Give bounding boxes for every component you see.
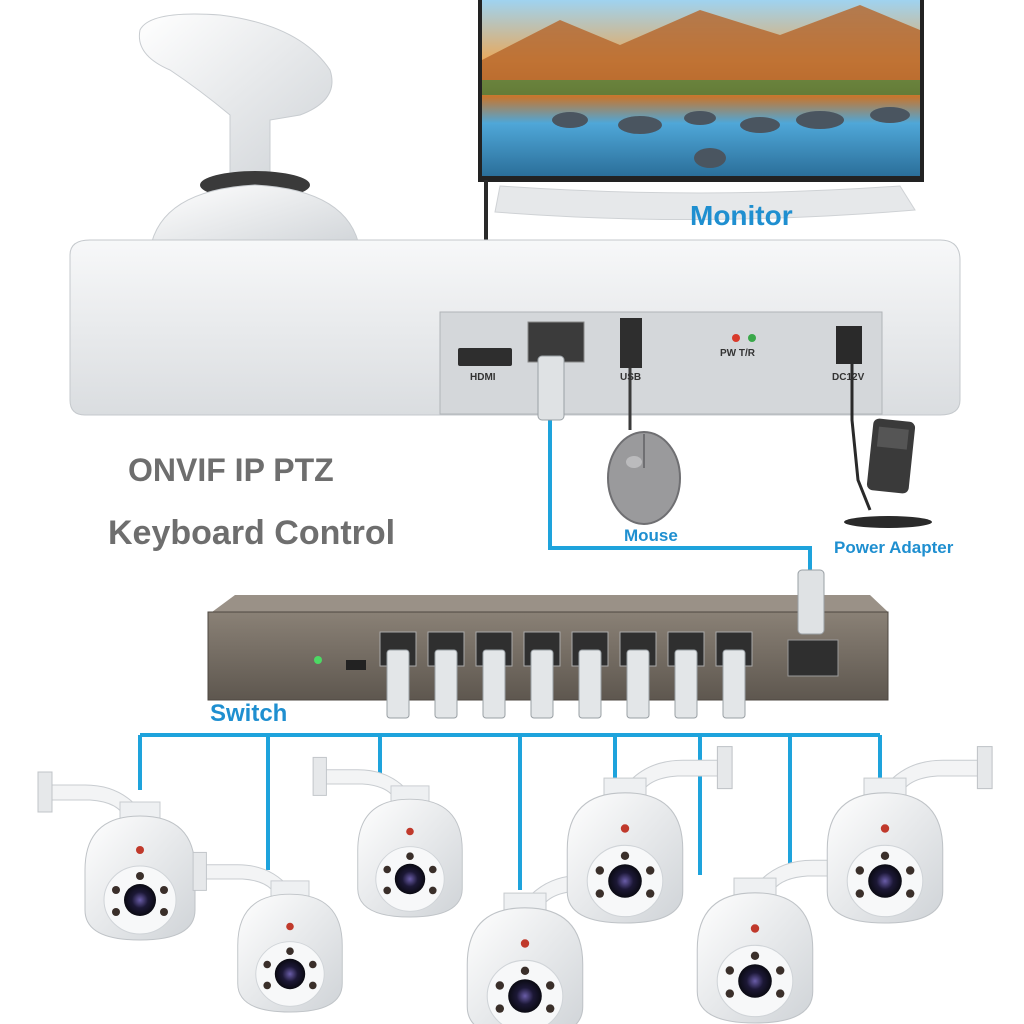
title-line-2: Keyboard Control: [108, 514, 396, 552]
switch-ports: [379, 631, 753, 719]
switch-port-3: [475, 631, 513, 719]
ptz-camera-icon: [826, 746, 993, 924]
mouse-label: Mouse: [624, 526, 678, 545]
power-led: [732, 334, 740, 342]
lan-plug: [537, 355, 565, 421]
hdmi-port: [458, 348, 512, 366]
hdmi-port-label: HDMI: [470, 372, 496, 383]
ptz-camera-icon: [312, 756, 463, 918]
usb-port-label: USB: [620, 372, 642, 383]
tr-led: [748, 334, 756, 342]
uplink-port: [787, 639, 839, 677]
monitor-icon: [478, 0, 924, 221]
switch-port-2: [427, 631, 465, 719]
power-adapter-label: Power Adapter: [834, 538, 954, 557]
cable-lines: [138, 420, 882, 890]
ptz-camera-icon: [37, 771, 196, 941]
switch-port-7: [667, 631, 705, 719]
switch-port-8: [715, 631, 753, 719]
power-adapter-icon: [844, 418, 932, 528]
switch-port-4: [523, 631, 561, 719]
dc-port-label: DC12V: [832, 372, 865, 383]
usb-port: [620, 318, 642, 368]
ptz-camera-icon: [192, 851, 343, 1013]
switch-port-5: [571, 631, 609, 719]
power-cable: [850, 362, 872, 511]
ptz-camera-icon: [696, 846, 863, 1024]
ptz-camera-icon: [566, 746, 733, 924]
switch-port-6: [619, 631, 657, 719]
ptz-camera-group: [37, 746, 993, 1024]
title-line-1: ONVIF IP PTZ: [128, 452, 334, 488]
monitor-label: Monitor: [690, 200, 793, 231]
dc-port: [836, 326, 862, 364]
mouse-icon: [607, 431, 681, 525]
joystick-icon: [138, 13, 361, 251]
switch-port-1: [379, 631, 417, 719]
uplink-plug: [797, 569, 825, 635]
switch-label: Switch: [210, 700, 288, 727]
led-label: PW T/R: [720, 348, 755, 359]
keyboard-controller: [69, 239, 961, 416]
